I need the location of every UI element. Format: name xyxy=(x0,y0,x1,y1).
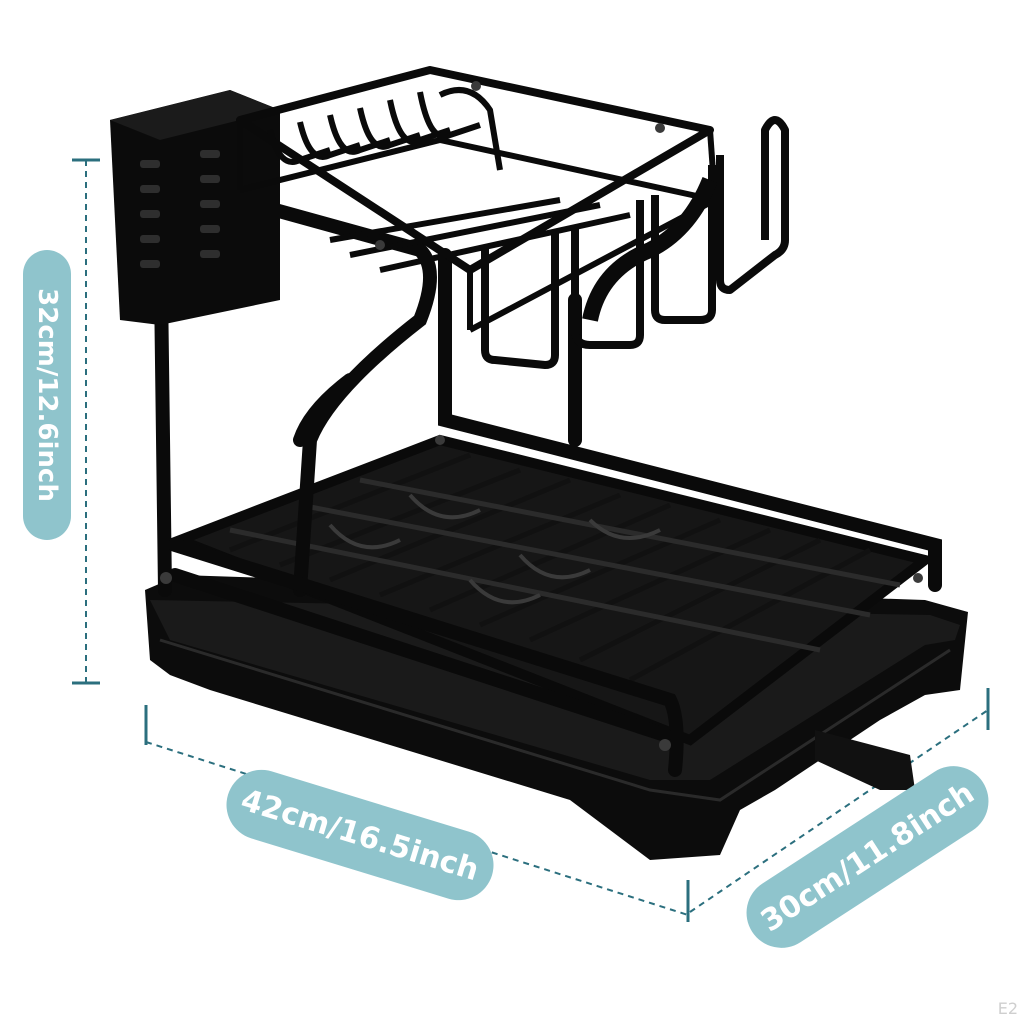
rivets xyxy=(160,81,923,751)
watermark: E2 xyxy=(997,999,1018,1018)
lower-wire-rack xyxy=(166,434,937,746)
depth-line xyxy=(689,709,989,913)
dimension-lines xyxy=(72,158,990,922)
height-dimension-label: 32cm/12.6inch xyxy=(23,250,71,540)
upper-dish-basket xyxy=(236,66,789,369)
drain-spout xyxy=(815,730,915,790)
length-line xyxy=(145,741,689,916)
height-dimension-text: 32cm/12.6inch xyxy=(32,288,62,502)
